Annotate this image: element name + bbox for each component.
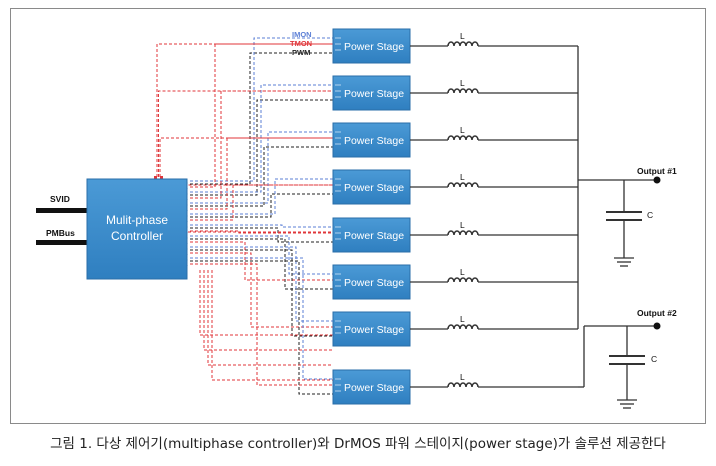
svid-bus [36,208,88,213]
power-stage-8: Power Stage L [332,369,578,405]
pwm-label: PWM [292,48,310,57]
output-1-label: Output #1 [637,166,677,176]
inductor-label: L [460,172,465,182]
output-rails [577,46,661,409]
power-stage-label: Power Stage [344,277,404,289]
inductor-7: L [447,314,479,330]
power-stage-5: Power Stage L [332,217,578,253]
power-stage-1: Power Stage L [332,28,578,64]
power-stage-box [332,122,411,158]
power-stage-6: Power Stage L [332,264,578,300]
power-stage-box [332,311,411,347]
inductor-label: L [460,220,465,230]
controller-label-line2: Controller [111,229,163,243]
inductor-3: L [447,125,479,141]
inductor-4: L [447,172,479,188]
capacitor-1-label: C [647,210,653,220]
power-stage-label: Power Stage [344,230,404,242]
output-1-node [653,176,661,184]
imon-label: IMON [292,30,312,39]
inductor-label: L [460,125,465,135]
pmbus-bus [36,240,88,245]
power-stage-label: Power Stage [344,182,404,194]
power-stage-box [332,28,411,64]
power-stage-label: Power Stage [344,324,404,336]
inductor-8: L [447,372,479,388]
power-stage-label: Power Stage [344,88,404,100]
controller-box [86,178,188,280]
inductor-label: L [460,267,465,277]
inductor-6: L [447,267,479,283]
power-stage-label: Power Stage [344,135,404,147]
power-stage-3: Power Stage L [332,122,578,158]
svid-label: SVID [50,194,70,204]
inductor-5: L [447,220,479,236]
controller-label-line1: Mulit-phase [106,213,168,227]
tmon-label: TMON [290,39,312,48]
power-stage-box [332,217,411,253]
power-stage-2: Power Stage L [332,75,578,111]
capacitor-2-label: C [651,354,657,364]
power-stage-label: Power Stage [344,41,404,53]
pmbus-label: PMBus [46,228,75,238]
inductor-1: L [447,31,479,47]
output-2-node [653,322,661,330]
power-stage-7: Power Stage L [332,311,578,347]
inductor-label: L [460,78,465,88]
power-stage-4: Power Stage L [332,169,578,205]
multiphase-diagram: SVID PMBus Mulit-phase Controller Power … [36,28,677,409]
figure-caption: 그림 1. 다상 제어기(multiphase controller)와 DrM… [50,436,666,452]
inductor-label: L [460,372,465,382]
power-stage-box [332,169,411,205]
figure-frame [10,8,706,424]
signal-wires [154,37,333,395]
power-stage-label: Power Stage [344,382,404,394]
output-2-label: Output #2 [637,308,677,318]
inductor-2: L [447,78,479,94]
inductor-label: L [460,314,465,324]
inductor-label: L [460,31,465,41]
